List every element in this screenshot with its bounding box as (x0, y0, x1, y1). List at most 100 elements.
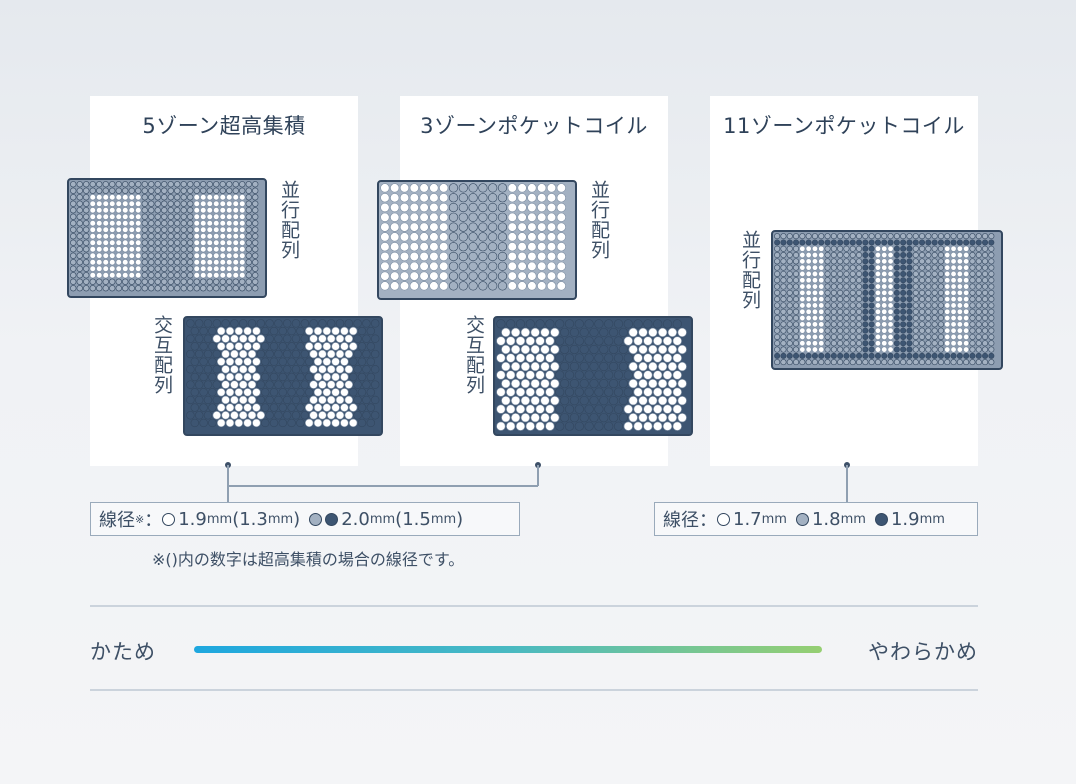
coil (969, 264, 976, 271)
coil (805, 283, 812, 290)
coil (501, 396, 511, 406)
coil (793, 346, 800, 353)
coil (969, 333, 976, 340)
coil (843, 308, 850, 315)
coil (219, 213, 226, 220)
coil (963, 252, 970, 259)
coil (478, 222, 488, 232)
coil (956, 252, 963, 259)
coil (353, 349, 362, 359)
coil (344, 349, 354, 359)
coil (963, 258, 970, 265)
coil (799, 252, 806, 259)
coil (856, 239, 863, 246)
coil (677, 327, 687, 338)
coil (366, 418, 376, 428)
coil (309, 395, 318, 405)
coil (380, 271, 390, 281)
coil (811, 359, 818, 366)
coil (122, 272, 129, 279)
coil (216, 388, 226, 397)
coil (349, 326, 358, 336)
coil (239, 259, 246, 266)
coil (799, 327, 806, 334)
coil (830, 252, 837, 259)
coil (357, 342, 367, 351)
coil (672, 421, 682, 431)
coil (786, 252, 793, 259)
coil (925, 252, 932, 259)
coil (409, 202, 419, 213)
coil (584, 387, 594, 397)
divider (90, 689, 978, 691)
coil (856, 308, 863, 315)
coil (988, 239, 995, 246)
coil (868, 321, 875, 328)
coil (468, 251, 478, 262)
coil (167, 285, 174, 292)
coil (805, 252, 812, 259)
coil (239, 181, 246, 188)
coil (527, 212, 537, 222)
coil (937, 333, 944, 340)
coil (594, 319, 604, 329)
coil (247, 334, 257, 343)
coil (667, 396, 677, 406)
coil (122, 220, 129, 227)
coil (594, 336, 604, 346)
coil (419, 212, 429, 222)
coil (786, 283, 793, 290)
coil (638, 327, 648, 338)
coil (799, 333, 806, 340)
coil (399, 202, 410, 213)
coil (633, 421, 643, 431)
coil (322, 342, 332, 351)
coil (975, 289, 982, 296)
coil (327, 380, 336, 389)
coil (824, 270, 831, 277)
coil (135, 194, 142, 201)
coil (274, 411, 283, 420)
coil (623, 421, 633, 431)
coil (944, 321, 951, 328)
coil (818, 333, 825, 340)
coil (128, 213, 135, 220)
coil (893, 264, 900, 271)
coil (122, 194, 129, 201)
coil (868, 346, 875, 353)
coil (200, 187, 207, 194)
coil (331, 388, 340, 397)
coil (234, 342, 243, 351)
coil (76, 246, 83, 253)
coil (944, 340, 951, 347)
coil (239, 213, 246, 220)
coil (786, 258, 793, 265)
coil (180, 181, 187, 188)
coil (167, 187, 174, 194)
coil (122, 285, 129, 292)
coil (975, 245, 982, 252)
coil (148, 181, 155, 188)
coil (83, 239, 90, 246)
coil (76, 278, 83, 285)
coil (555, 404, 565, 414)
coil (89, 233, 96, 240)
coil (497, 202, 508, 213)
coil (912, 245, 919, 252)
coil (429, 242, 439, 252)
coil (366, 326, 376, 336)
coil (843, 258, 850, 265)
coil (672, 404, 682, 414)
coil (318, 411, 327, 420)
coil (818, 352, 825, 359)
coil (925, 270, 932, 277)
coil (309, 365, 318, 374)
coil (805, 302, 812, 309)
coil (975, 258, 982, 265)
coil (618, 378, 628, 389)
coil (226, 200, 233, 207)
coil (805, 315, 812, 322)
coil (468, 261, 478, 271)
coil (213, 194, 220, 201)
coil (937, 321, 944, 328)
